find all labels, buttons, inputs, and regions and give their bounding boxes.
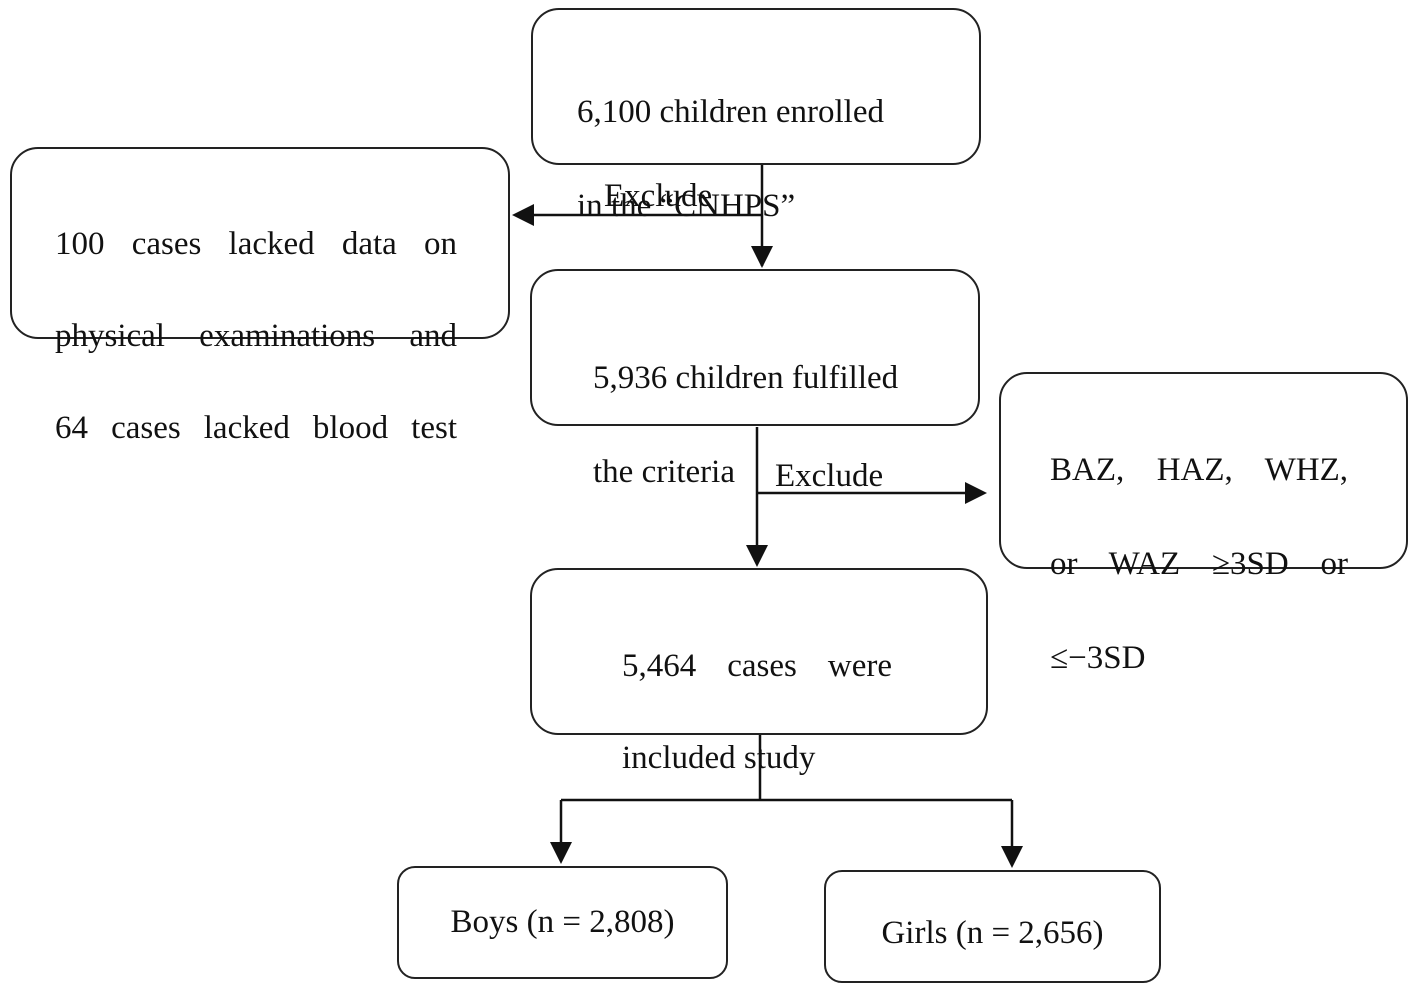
exclude-1-box: [10, 147, 510, 339]
girls-label: Girls (n = 2,656): [881, 915, 1104, 951]
enrolled-line-2: in the “CNHPS”: [577, 188, 796, 224]
exclude-2-text: BAZ, HAZ, WHZ, or WAZ ≥3SD or ≤−3SD: [1050, 400, 1348, 729]
enrolled-line-1: 6,100 children enrolled: [577, 94, 884, 130]
exclude-label-1: Exclude: [604, 178, 713, 214]
split-connector: [559, 735, 1014, 846]
fulfilled-text: 5,936 children fulfilled the criteria: [593, 308, 963, 543]
arrow-to-boys: [550, 842, 572, 864]
boys-box: [397, 866, 728, 979]
enrolled-box: [531, 8, 981, 165]
included-box: [530, 568, 988, 735]
exclude-2-box: [999, 372, 1408, 569]
fulfilled-line-1: 5,936 children fulfilled: [593, 360, 899, 396]
included-line-1: 5,464 cases were: [622, 648, 892, 684]
arrow-to-girls: [1001, 846, 1023, 868]
exclude-1-text: 100 cases lacked data on physical examin…: [55, 175, 457, 497]
exclude-1-line-2: physical examinations and: [55, 318, 457, 354]
fulfilled-box: [530, 269, 980, 426]
exclude-1-line-1: 100 cases lacked data on: [55, 226, 457, 262]
exclude-2-line-1: BAZ, HAZ, WHZ,: [1050, 452, 1348, 488]
exclude-label-2: Exclude: [775, 458, 884, 494]
enrolled-text: 6,100 children enrolled in the “CNHPS”: [577, 42, 957, 277]
exclude-2-line-3: ≤−3SD: [1050, 640, 1146, 676]
included-text: 5,464 cases were included study: [622, 597, 892, 827]
boys-label: Boys (n = 2,808): [450, 904, 675, 940]
exclude-1-line-3: 64 cases lacked blood test: [55, 410, 457, 446]
fulfilled-line-2: the criteria: [593, 454, 735, 490]
arrow-to-exclude-2: [757, 482, 987, 504]
girls-box: [824, 870, 1161, 983]
arrow-fulfilled-to-included: [746, 427, 768, 567]
included-line-2: included study: [622, 740, 816, 776]
arrow-to-exclude-1: [512, 204, 762, 226]
exclude-2-line-2: or WAZ ≥3SD or: [1050, 546, 1348, 582]
